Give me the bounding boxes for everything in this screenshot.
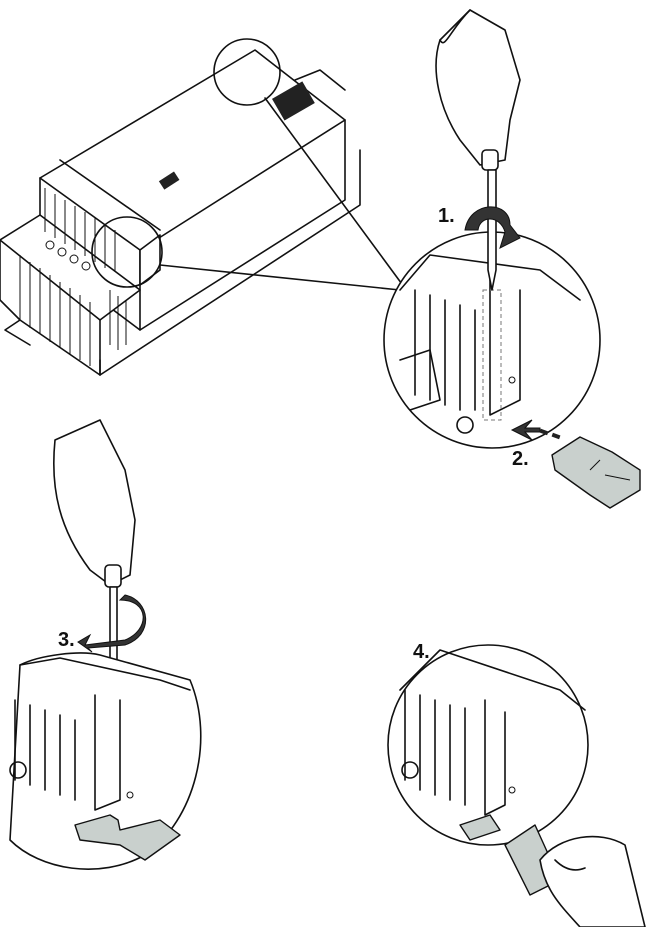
step-3-label: 3.: [58, 629, 75, 651]
step-1-label: 1.: [438, 205, 455, 227]
screwdriver-hand-step-1: [435, 9, 521, 291]
detail-view-step-4: [387, 644, 589, 846]
hand-removing-tag: [504, 824, 646, 927]
step-4-label: 4.: [413, 641, 430, 663]
callout-circle-side: [91, 216, 163, 288]
detail-view-step-3: [9, 652, 202, 870]
drive-unit: [0, 49, 361, 376]
rotate-clockwise-arrow-icon: [464, 206, 521, 249]
screwdriver-hand-step-3: [52, 419, 136, 696]
step-2-label: 2.: [512, 448, 529, 470]
front-connectors: [158, 69, 346, 190]
callout-leader-lines: [159, 97, 411, 296]
rotate-counterclockwise-arrow-icon: [77, 594, 147, 653]
callout-circle-top: [213, 38, 281, 106]
heatsink-fins: [19, 255, 127, 366]
terminal-blocks: [44, 188, 116, 272]
shield-clamp-tag: [551, 436, 641, 509]
detail-view-steps-1-2: [383, 231, 601, 449]
insert-arrow-icon: [510, 419, 561, 441]
